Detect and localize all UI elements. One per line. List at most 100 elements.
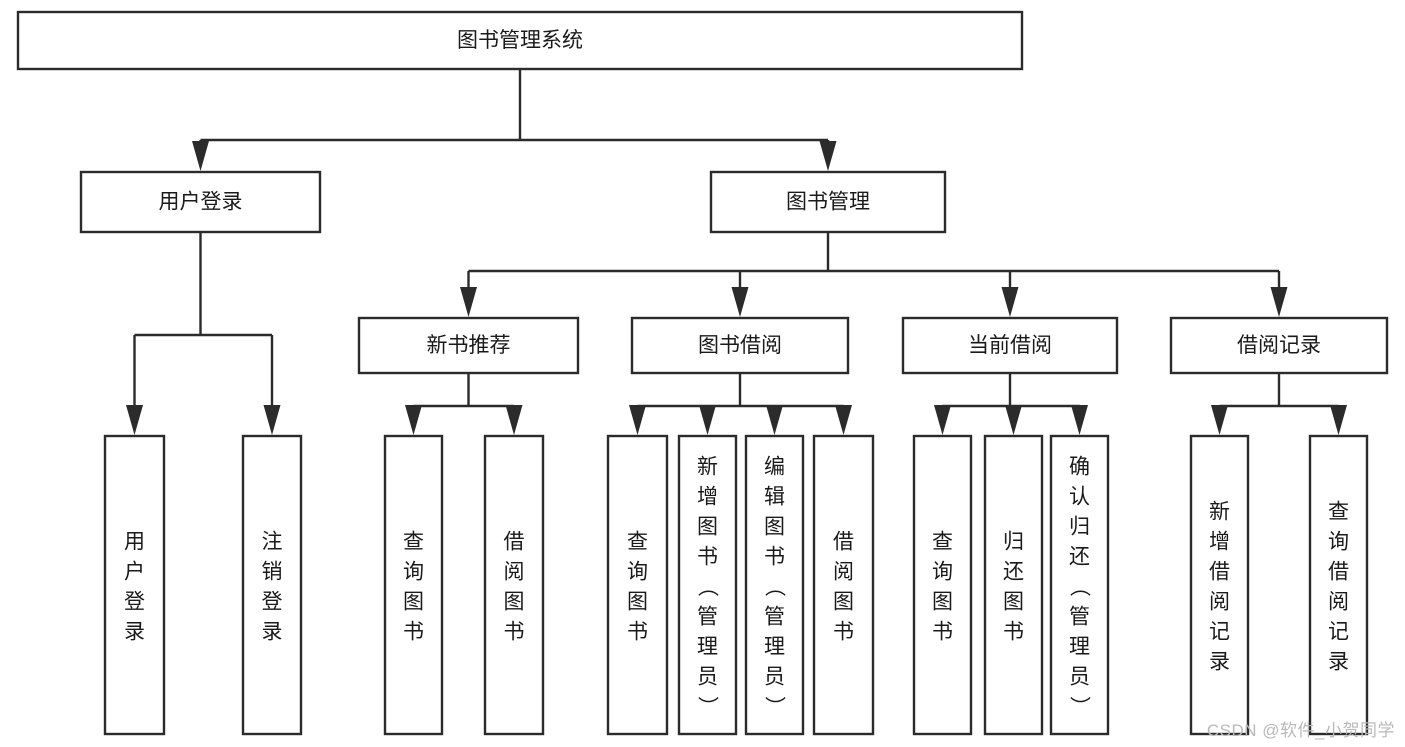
- node-label-char: 管: [764, 605, 785, 628]
- arrow-head-icon: [731, 287, 749, 317]
- arrow-head-icon: [835, 405, 852, 435]
- node-box[interactable]: [79, 170, 322, 234]
- node-label-char: 编: [764, 455, 785, 478]
- node-box[interactable]: [357, 316, 580, 375]
- node-label-char: 录: [124, 620, 145, 643]
- node-box[interactable]: [630, 316, 850, 375]
- connector-current-borrow-to-leaves-bus: [934, 373, 1088, 435]
- node-label-char: 确: [1069, 455, 1090, 478]
- node-box[interactable]: [1049, 434, 1110, 736]
- node-label-char: 管: [1069, 605, 1090, 628]
- node-box[interactable]: [983, 434, 1044, 736]
- node-label-char: （: [696, 576, 719, 597]
- arrow-head-icon: [405, 405, 422, 435]
- arrow-head-icon: [192, 141, 209, 171]
- node-box[interactable]: [606, 434, 669, 736]
- node-label-char: 阅: [833, 560, 854, 583]
- arrow-head-icon: [263, 405, 281, 435]
- node-label-char: 书: [403, 620, 424, 643]
- arrow-head-icon: [1211, 405, 1228, 435]
- arrow-head-icon: [819, 141, 837, 171]
- arrow-head-icon: [934, 405, 951, 435]
- arrow-head-icon: [1005, 405, 1022, 435]
- node-label-char: 理: [697, 635, 718, 658]
- node-label-char: 员: [764, 665, 785, 688]
- csdn-watermark: CSDN @软件_小贺同学: [1206, 721, 1395, 740]
- node-box[interactable]: [901, 316, 1119, 375]
- node-label-char: 记: [1209, 620, 1230, 643]
- node-label-char: 询: [403, 560, 424, 583]
- node-user-login[interactable]: 用户登录: [79, 170, 322, 234]
- node-box[interactable]: [483, 434, 545, 736]
- node-label-char: 询: [627, 560, 648, 583]
- node-box[interactable]: [744, 434, 805, 736]
- node-box[interactable]: [1308, 434, 1369, 736]
- arrow-head-icon: [1330, 405, 1347, 435]
- node-label-char: 图: [504, 590, 525, 613]
- node-label-char: 新: [697, 455, 718, 478]
- node-label-char: 书: [627, 620, 648, 643]
- node-label-char: 图: [833, 590, 854, 613]
- node-box[interactable]: [103, 434, 166, 736]
- node-label-char: 归: [1069, 515, 1090, 538]
- node-book-borrow[interactable]: 图书借阅: [630, 316, 850, 375]
- arrow-head-icon: [699, 405, 716, 435]
- node-current-borrow[interactable]: 当前借阅: [901, 316, 1119, 375]
- node-label-char: （: [1068, 576, 1091, 597]
- node-label-char: 借: [1328, 560, 1349, 583]
- arrow-head-icon: [766, 405, 783, 435]
- arrow-head-icon: [126, 405, 143, 435]
- node-label-char: 书: [504, 620, 525, 643]
- node-label: 用户登录: [159, 191, 243, 214]
- node-label-char: 查: [403, 530, 424, 553]
- node-box[interactable]: [812, 434, 875, 736]
- node-label-char: 查: [932, 530, 953, 553]
- node-new-book-recommend[interactable]: 新书推荐: [357, 316, 580, 375]
- node-label-char: 询: [932, 560, 953, 583]
- node-label: 借阅记录: [1237, 334, 1321, 357]
- node-label: 图书管理: [786, 191, 870, 214]
- node-box[interactable]: [912, 434, 973, 736]
- node-label-char: 阅: [504, 560, 525, 583]
- node-book-management[interactable]: 图书管理: [709, 170, 947, 234]
- node-box[interactable]: [241, 434, 303, 736]
- node-box[interactable]: [383, 434, 444, 736]
- node-root[interactable]: 图书管理系统: [16, 10, 1024, 71]
- node-label-char: 阅: [1209, 590, 1230, 613]
- node-label-char: 管: [697, 605, 718, 628]
- node-box[interactable]: [709, 170, 947, 234]
- node-label-char: 借: [1209, 560, 1230, 583]
- node-label-char: 归: [1003, 530, 1024, 553]
- node-label-char: 增: [697, 485, 718, 508]
- node-box[interactable]: [1189, 434, 1250, 736]
- node-label-char: ）: [1068, 696, 1091, 717]
- node-label-char: ）: [763, 696, 786, 717]
- node-box[interactable]: [1169, 316, 1389, 375]
- node-label-char: 询: [1328, 530, 1349, 553]
- node-user-login-leaf[interactable]: 用户登录: [103, 434, 166, 736]
- node-label-char: 书: [833, 620, 854, 643]
- connector-user-login-to-leaves-bus: [126, 232, 281, 435]
- arrow-head-icon: [460, 287, 477, 317]
- node-label-char: 录: [262, 620, 283, 643]
- node-box[interactable]: [16, 10, 1024, 71]
- connector-new-book-recommend-to-leaves-bus: [405, 373, 523, 435]
- arrow-head-icon: [629, 405, 646, 435]
- node-label-char: 户: [124, 560, 145, 583]
- node-box[interactable]: [677, 434, 738, 736]
- arrow-head-icon: [1270, 287, 1288, 317]
- node-borrow-record[interactable]: 借阅记录: [1169, 316, 1389, 375]
